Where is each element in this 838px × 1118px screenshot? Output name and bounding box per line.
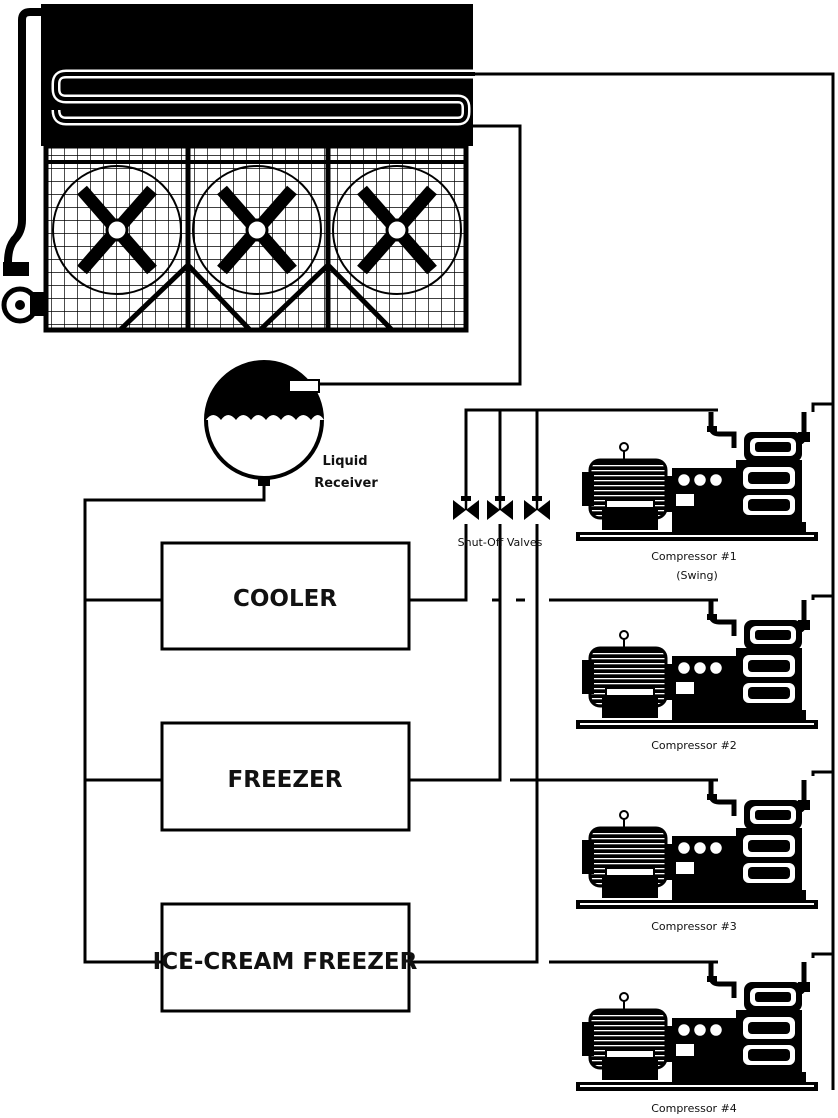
shut-off-valve-2-icon	[485, 494, 515, 522]
compressor-1-label: Compressor #1	[651, 550, 737, 563]
liquid-receiver-label-line2: Receiver	[314, 476, 378, 491]
cooler-label: COOLER	[233, 586, 337, 612]
freezer-label: FREEZER	[228, 767, 343, 793]
shut-off-valves	[451, 494, 552, 522]
freezer-box: FREEZER	[160, 721, 411, 832]
fan-2-icon	[192, 165, 322, 295]
liquid-receiver-label-line1: Liquid	[322, 454, 367, 469]
shut-off-valves-label: Shut-Off Valves	[458, 536, 543, 549]
condenser-unit	[1, 4, 475, 333]
fan-3-icon	[332, 165, 462, 295]
shut-off-valve-3-icon	[522, 494, 552, 522]
ice-cream-freezer-label: ICE-CREAM FREEZER	[153, 949, 418, 975]
refrigerant-piping	[83, 72, 835, 1090]
compressor-4-icon	[576, 962, 818, 1091]
compressor-4-label: Compressor #4	[651, 1102, 737, 1115]
ice-cream-freezer-box: ICE-CREAM FREEZER	[153, 902, 418, 1013]
shut-off-valve-1-icon	[451, 494, 481, 522]
compressor-3-icon	[576, 780, 818, 909]
fan-1-icon	[52, 165, 182, 295]
compressor-1-icon	[576, 412, 818, 541]
compressor-2-icon	[576, 600, 818, 729]
compressor-2-label: Compressor #2	[651, 739, 737, 752]
cooler-box: COOLER	[160, 541, 411, 651]
compressor-1-sublabel: (Swing)	[676, 569, 718, 582]
compressor-3-label: Compressor #3	[651, 920, 737, 933]
liquid-receiver-icon	[204, 360, 324, 486]
